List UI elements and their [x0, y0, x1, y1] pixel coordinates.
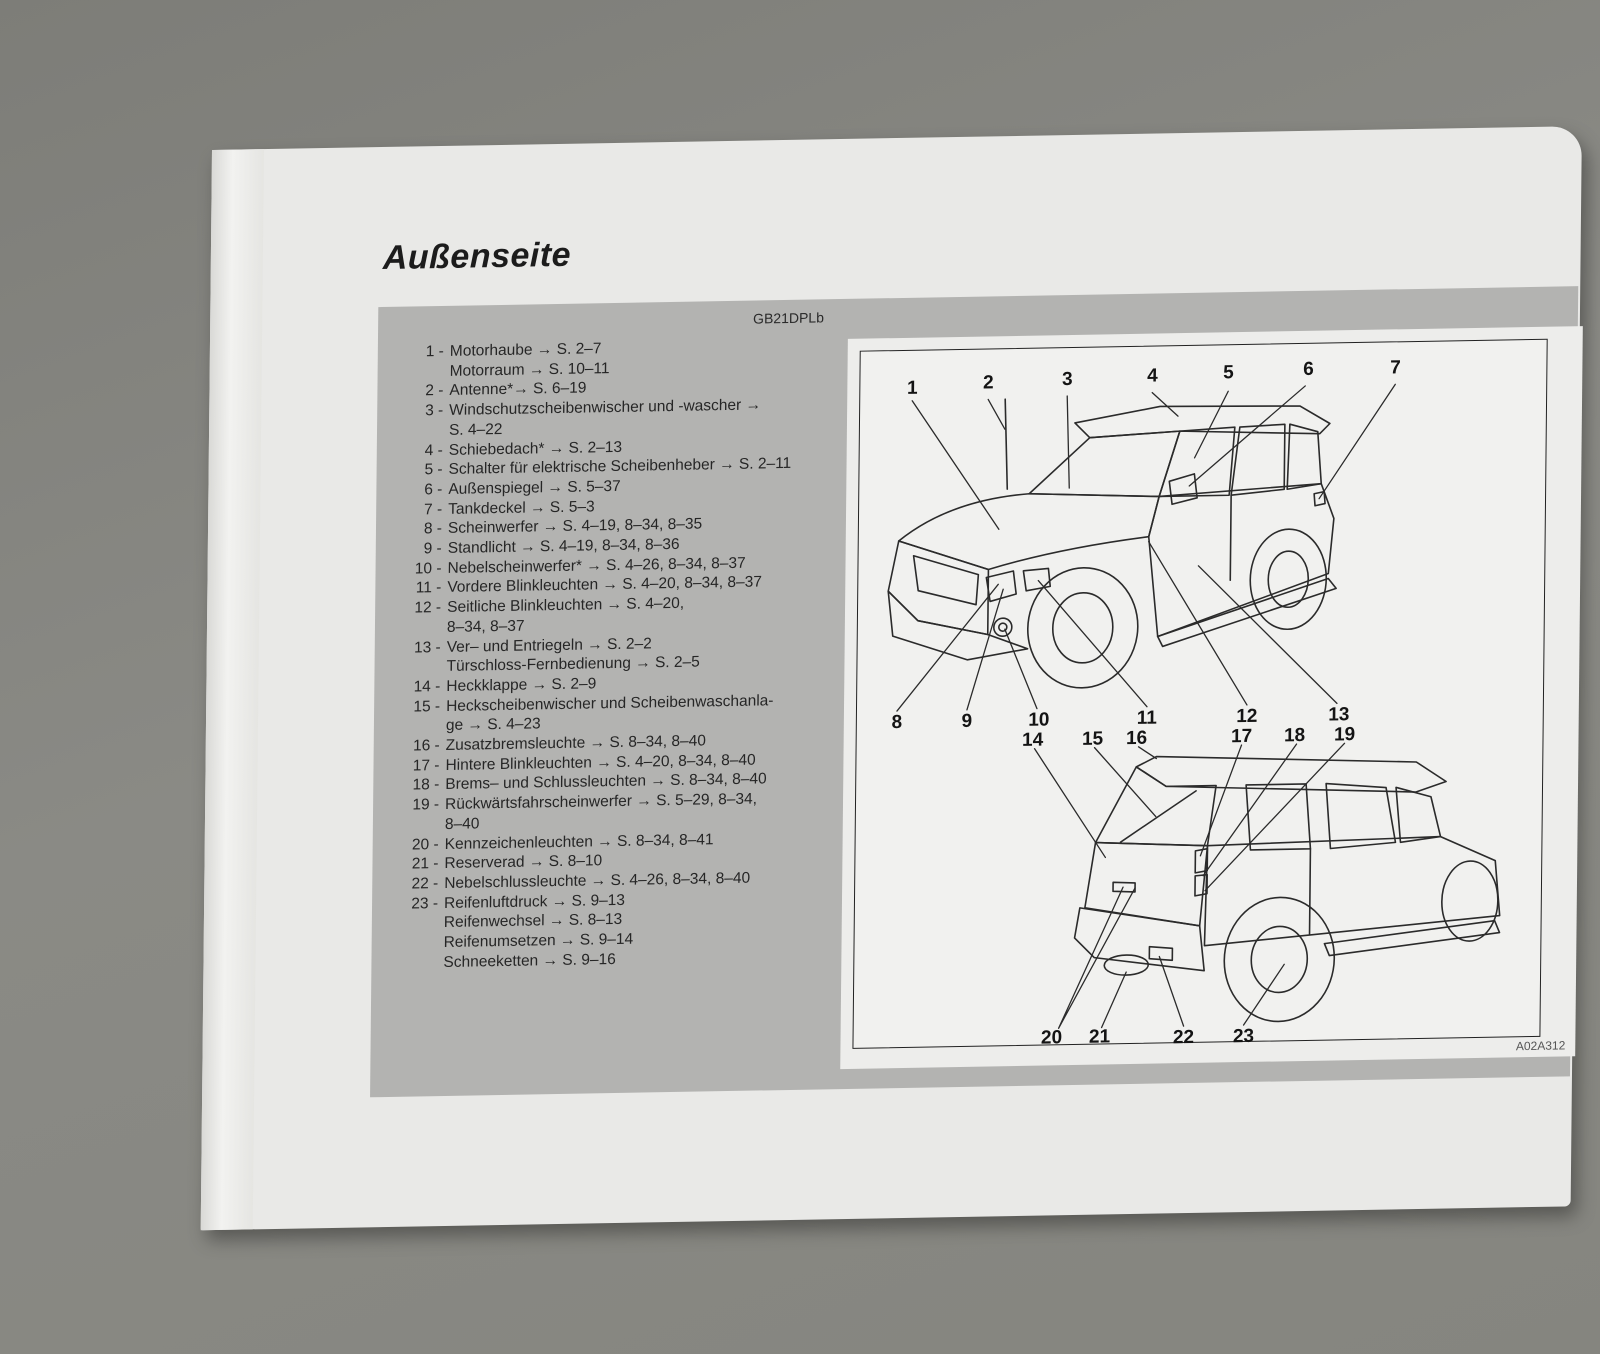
callout-17: 17: [1230, 725, 1253, 748]
callout-15: 15: [1081, 728, 1104, 750]
callout-22: 22: [1172, 1026, 1195, 1049]
legend-number: 6 -: [424, 480, 443, 499]
callout-6: 6: [1303, 358, 1314, 380]
legend-number: 7 -: [424, 500, 443, 518]
callout-10: 10: [1028, 709, 1050, 731]
legend-number: 14 -: [413, 677, 441, 696]
callout-19: 19: [1333, 724, 1356, 746]
legend-number: 9 -: [423, 540, 442, 558]
legend-number: 4 -: [424, 441, 443, 459]
page-edge: [200, 149, 264, 1231]
legend-number: 12 -: [414, 599, 442, 617]
rear-view-vehicle: [1073, 755, 1501, 1023]
legend-number: 21 -: [411, 855, 439, 873]
vehicle-figure: 1 2 3 4 5 6 7 8 9 10 11 12 13 14 15 16 1…: [852, 338, 1548, 1049]
callout-7: 7: [1390, 357, 1401, 379]
callout-5: 5: [1223, 362, 1234, 384]
legend-number: 2 -: [425, 382, 444, 400]
legend-number: 17 -: [412, 756, 440, 775]
legend-number: 23 -: [411, 894, 439, 913]
legend-number: 5 -: [424, 461, 443, 479]
manual-page: Außenseite GB21DPLb 1 -Motorhaube → S. 2…: [200, 126, 1583, 1231]
vehicle-illustration: [887, 383, 1501, 1029]
callout-21: 21: [1088, 1026, 1111, 1048]
figure-code: A02A312: [1515, 1038, 1566, 1054]
callout-3: 3: [1061, 368, 1073, 391]
section-code: GB21DPLb: [753, 309, 825, 327]
callout-23: 23: [1232, 1025, 1255, 1048]
legend-number: 8 -: [423, 520, 443, 538]
callout-9: 9: [961, 710, 973, 732]
legend-number: 16 -: [412, 737, 440, 755]
legend-number: 19 -: [412, 796, 440, 814]
legend-number: 11 -: [415, 579, 442, 597]
legend-number: 1 -: [425, 342, 444, 361]
figure-panel: 1 2 3 4 5 6 7 8 9 10 11 12 13 14 15 16 1…: [840, 326, 1583, 1070]
callout-leaders: [896, 383, 1396, 1029]
callout-12: 12: [1236, 705, 1258, 728]
callout-13: 13: [1328, 704, 1350, 726]
callout-20: 20: [1040, 1027, 1063, 1049]
front-view-vehicle: [887, 398, 1337, 689]
legend-number: 15 -: [413, 697, 441, 716]
callout-18: 18: [1283, 724, 1306, 747]
legend-number: 18 -: [412, 776, 440, 795]
legend-number: 20 -: [411, 835, 439, 854]
legend-number: 3 -: [425, 402, 444, 420]
callout-8: 8: [891, 711, 903, 734]
legend-number: 13 -: [413, 638, 441, 657]
page-title: Außenseite: [382, 235, 572, 278]
callout-2: 2: [982, 372, 994, 394]
legend-number: 22 -: [411, 875, 439, 893]
callout-11: 11: [1136, 707, 1157, 729]
callout-4: 4: [1147, 365, 1158, 387]
callout-1: 1: [906, 377, 918, 399]
callout-16: 16: [1125, 727, 1148, 750]
legend-number: 10 -: [414, 559, 442, 578]
callout-14: 14: [1021, 729, 1044, 751]
